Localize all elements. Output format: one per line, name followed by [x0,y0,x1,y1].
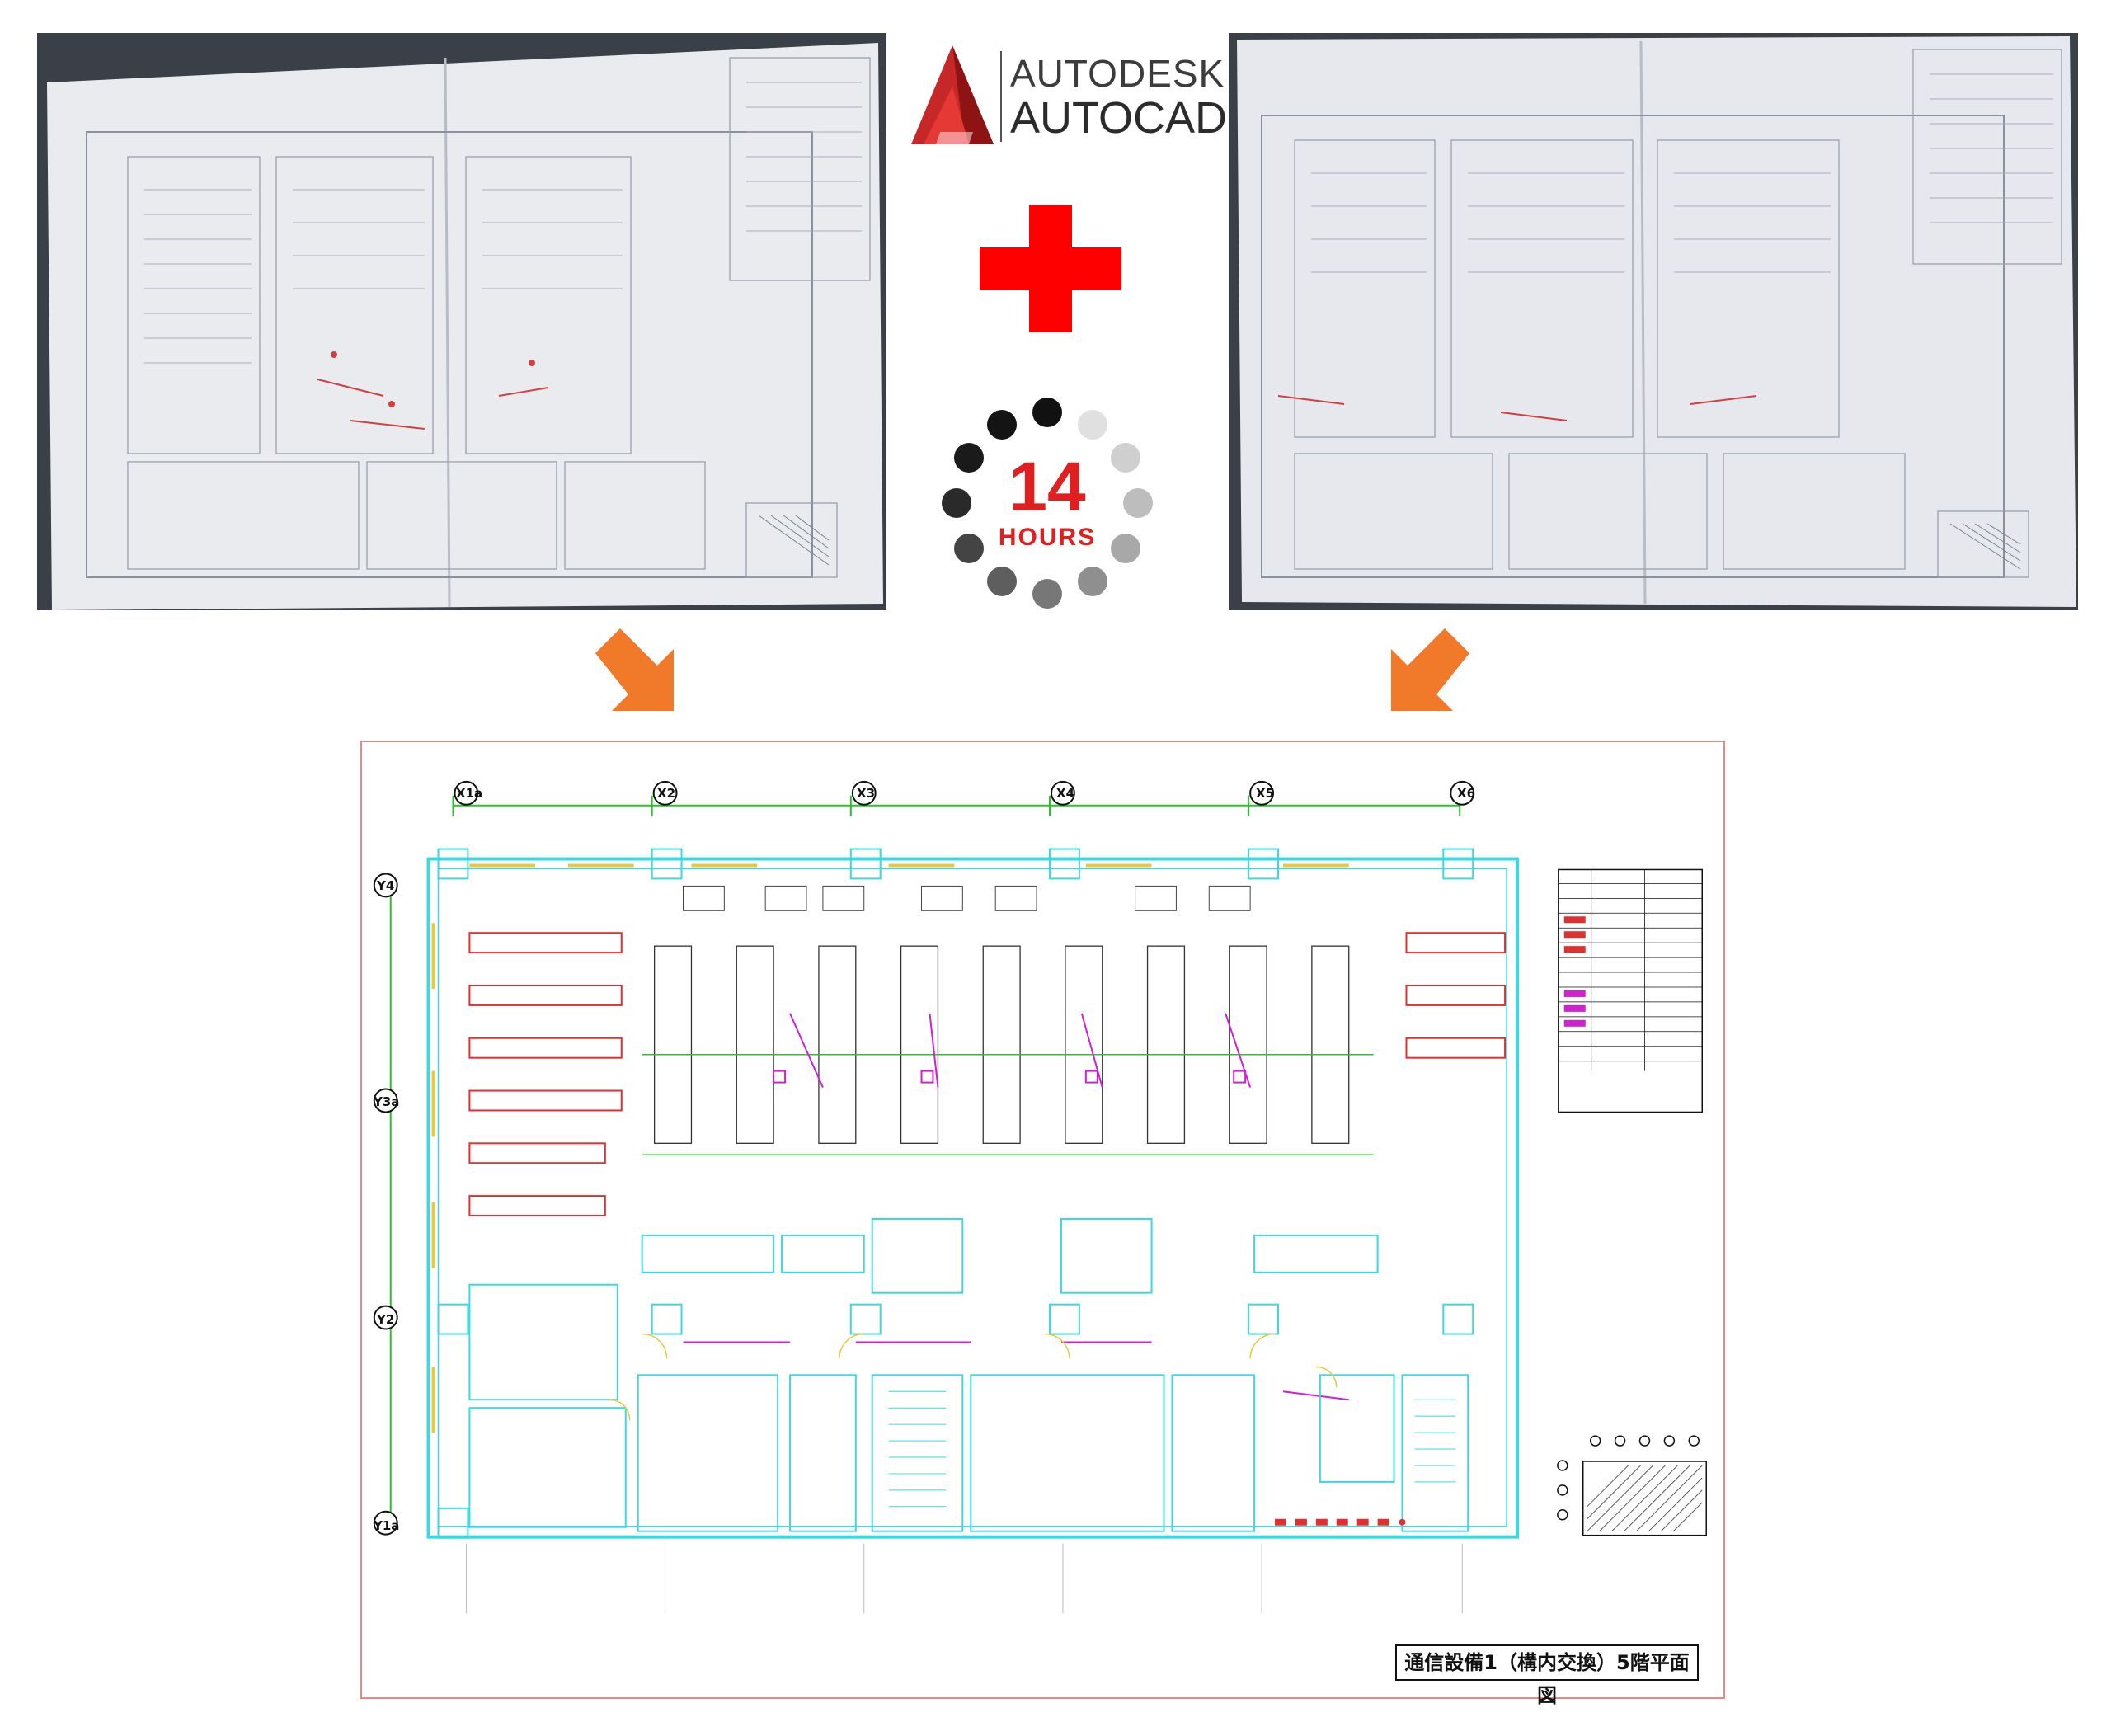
timer-number: 14 [1008,448,1086,525]
plus-icon [980,205,1121,332]
drawing-title: 通信設備1（構内交換）5階平面図 [1395,1644,1699,1707]
grid-column-label: X6 [1457,786,1476,801]
cad-drawing-sheet: X1a X2 X3 X4 X5 X6 Y4 Y3a Y2 Y1a 通信設備1（構… [360,741,1725,1707]
grid-column-label: X4 [1056,786,1075,801]
grid-row-label: Y2 [377,1312,395,1327]
logo-divider [1000,51,1002,142]
paper-blueprint-photo-left [37,33,886,610]
grid-column-label: X3 [857,786,876,801]
arrow-down-right-icon [595,628,674,711]
grid-column-label: X1a [456,786,483,801]
cad-floor-plan [373,780,1707,1614]
paper-blueprint-photo-right [1229,33,2078,610]
grid-row-label: Y3a [374,1094,400,1109]
timer-unit: HOURS [998,524,1097,551]
autocad-logo-icon [911,45,994,144]
logo-brand-line2: AUTOCAD [1010,93,1228,143]
logo-brand-line1: AUTODESK [1010,52,1225,95]
grid-row-label: Y1a [374,1518,400,1533]
grid-column-label: X2 [657,786,676,801]
loading-spinner-icon [942,398,1153,609]
grid-row-label: Y4 [377,878,395,893]
grid-column-label: X5 [1256,786,1275,801]
arrow-down-left-icon [1391,628,1469,711]
